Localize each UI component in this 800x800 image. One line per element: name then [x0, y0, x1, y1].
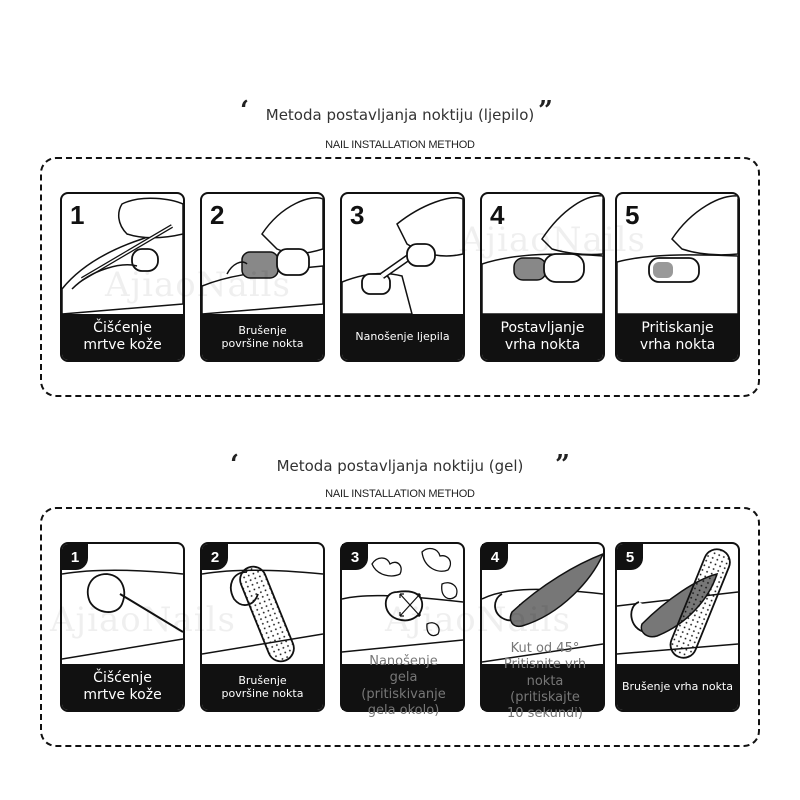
glue-step-4-card: 4 Postavljanje vrha nokta: [480, 192, 605, 362]
step-caption: Pritiskanje vrha nokta: [617, 314, 738, 360]
angle-press-illustration: [482, 553, 603, 663]
step-number: 2: [210, 200, 225, 230]
buffer-file-illustration: [202, 197, 323, 314]
glue-step-3-card: 3 Nanošenje ljepila: [340, 192, 465, 362]
step-number: 4: [482, 544, 508, 570]
close-quote-1: ”: [538, 96, 553, 126]
step-number: 5: [625, 200, 640, 230]
gel-step-5-card: 5 Brušenje vrha nokta: [615, 542, 740, 712]
step-number: 2: [202, 544, 228, 570]
step-number: 3: [342, 544, 368, 570]
watermark: AjiaoNails: [50, 600, 236, 640]
place-tip-illustration: [482, 195, 603, 314]
cuticle-pusher-illustration: [62, 197, 183, 314]
watermark: AjiaoNails: [105, 265, 291, 305]
step-caption-bg: [342, 664, 463, 710]
close-quote-2: ”: [555, 450, 570, 480]
step-number: 1: [62, 544, 88, 570]
step-number: 4: [490, 200, 505, 230]
section-subtitle-gel: NAIL INSTALLATION METHOD: [325, 488, 475, 500]
step-caption-bg: [482, 664, 603, 710]
file-tip-illustration: [617, 548, 738, 659]
step-number: 3: [350, 200, 365, 230]
open-quote-2: ‘: [230, 450, 240, 480]
nail-file-illustration: [202, 565, 323, 663]
press-tip-illustration: [617, 195, 738, 314]
step-caption: Brušenje površine nokta: [202, 664, 323, 710]
glue-steps-frame: [40, 157, 760, 397]
section-title-gel: Metoda postavljanja noktiju (gel): [276, 457, 524, 475]
watermark: AjiaoNails: [385, 600, 571, 640]
gel-steps-frame: [40, 507, 760, 747]
step-caption: Brušenje površine nokta: [202, 314, 323, 360]
step-caption: Postavljanje vrha nokta: [482, 314, 603, 360]
step-number: 5: [617, 544, 643, 570]
gel-step-2-card: 2 Brušenje površine nokta: [200, 542, 325, 712]
section-subtitle-glue: NAIL INSTALLATION METHOD: [325, 139, 475, 151]
watermark: AjiaoNails: [460, 220, 646, 260]
gel-step-4-card: 4 Kut od 45° Pritisnite vrh nokta (priti…: [480, 542, 605, 721]
step-number: 1: [70, 200, 85, 230]
gel-step-3-card: 3 Nanošenje gela (pritiskivanje gela oko…: [340, 542, 465, 718]
step-caption: Čišćenje mrtve kože: [62, 314, 183, 360]
step-caption: Nanošenje gela (pritiskivanje gela okolo…: [361, 654, 446, 718]
section-title-glue: Metoda postavljanja noktiju (ljepilo): [265, 106, 535, 124]
step-caption: Nanošenje ljepila: [342, 314, 463, 360]
open-quote-1: ‘: [240, 96, 250, 126]
step-caption: Brušenje vrha nokta: [617, 664, 738, 710]
glue-step-5-card: 5 Pritiskanje vrha nokta: [615, 192, 740, 362]
gel-step-1-card: 1 Čišćenje mrtve kože: [60, 542, 185, 712]
gel-tabs-illustration: [342, 547, 463, 653]
glue-step-1-card: 1 Čišćenje mrtve kože: [60, 192, 185, 362]
glue-applicator-illustration: [342, 197, 463, 314]
step-caption: Kut od 45° Pritisnite vrh nokta (pritisk…: [503, 641, 587, 721]
cuticle-stick-illustration: [62, 569, 183, 660]
step-caption: Čišćenje mrtve kože: [62, 664, 183, 710]
glue-step-2-card: 2 Brušenje površine nokta: [200, 192, 325, 362]
